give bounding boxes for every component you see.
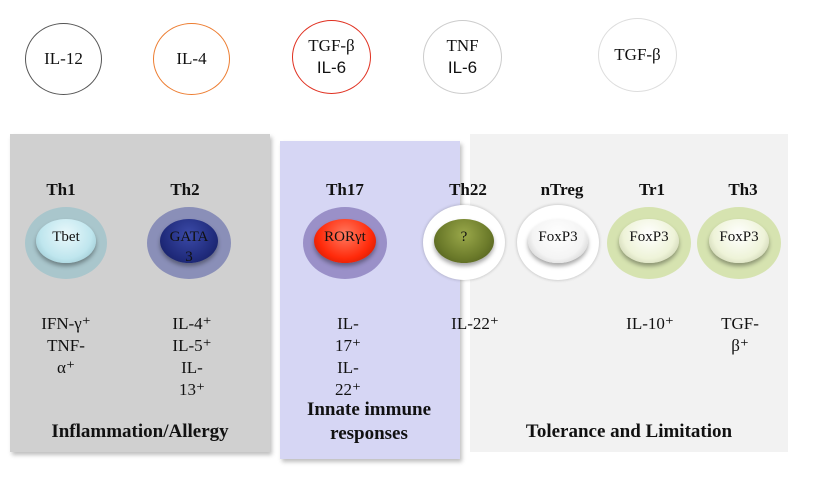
cytokine-label: IL-6	[447, 58, 478, 77]
secreted-item: IL-10⁺	[626, 314, 674, 333]
secreted-th17: IL- 17⁺ IL- 22⁺	[308, 313, 388, 401]
transcription-factor-gata3: GATA 3	[160, 219, 218, 265]
secreted-item: IL-	[181, 358, 203, 377]
cytokine-label: IL-6	[316, 58, 347, 77]
cytokine-tgfb-circle: TGF-β	[598, 18, 677, 92]
transcription-factor-label: Tbet	[52, 229, 80, 245]
cytokine-label: IL-12	[44, 49, 83, 68]
transcription-factor-label: FoxP3	[629, 229, 669, 245]
secreted-item: IL-5⁺	[172, 336, 212, 355]
cell-name-th3: Th3	[728, 180, 758, 199]
secreted-item: 17⁺	[335, 336, 361, 355]
secreted-th1: IFN-γ⁺ TNF- α⁺	[26, 313, 106, 379]
cell-name-ntreg: nTreg	[540, 180, 584, 199]
transcription-factor-foxp3: FoxP3	[709, 219, 769, 263]
secreted-item: TGF-	[721, 314, 759, 333]
secreted-item: β⁺	[731, 336, 749, 355]
secreted-item: IL-4⁺	[172, 314, 212, 333]
group-label-inflammation-allergy: Inflammation/Allergy	[51, 421, 229, 442]
transcription-factor-label: FoxP3	[538, 229, 578, 245]
secreted-item: α⁺	[57, 358, 75, 377]
group-label-tolerance-limitation: Tolerance and Limitation	[525, 421, 733, 442]
transcription-factor-foxp3: FoxP3	[528, 219, 588, 263]
cytokine-label: TGF-β	[614, 45, 661, 64]
innate-immune-panel	[280, 141, 460, 459]
secreted-item: IL-22⁺	[451, 314, 499, 333]
cell-name-th22: Th22	[449, 180, 487, 199]
transcription-factor-label: RORγt	[324, 229, 366, 245]
cytokine-tgfb-il6-circle: TGF-β IL-6	[292, 20, 371, 94]
secreted-th2: IL-4⁺ IL-5⁺ IL- 13⁺	[152, 313, 232, 401]
secreted-item: 13⁺	[179, 380, 205, 399]
cell-name-th1: Th1	[46, 180, 76, 199]
secreted-item: IL-	[337, 314, 359, 333]
transcription-factor-unknown: ?	[434, 219, 494, 263]
group-label-innate-immune: Innate immune responses	[306, 399, 432, 444]
secreted-item: 22⁺	[335, 380, 361, 399]
secreted-item: TNF-	[47, 336, 85, 355]
transcription-factor-foxp3: FoxP3	[619, 219, 679, 263]
cytokine-label: IL-4	[176, 49, 207, 68]
secreted-item: IFN-γ⁺	[41, 314, 91, 333]
cell-name-th2: Th2	[170, 180, 200, 199]
transcription-factor-label: FoxP3	[719, 229, 759, 245]
secreted-th22: IL-22⁺	[430, 313, 520, 335]
cytokine-il4-circle: IL-4	[153, 23, 230, 95]
secreted-item: IL-	[337, 358, 359, 377]
cytokine-il12-circle: IL-12	[25, 23, 102, 95]
cytokine-tnf-il6-circle: TNF IL-6	[423, 20, 502, 94]
inflammation-allergy-panel	[10, 134, 270, 452]
transcription-factor-rorgt: RORγt	[314, 219, 376, 263]
transcription-factor-tbet: Tbet	[36, 219, 96, 263]
cell-name-th17: Th17	[326, 180, 364, 199]
cytokine-label: TGF-β	[308, 36, 355, 55]
transcription-factor-label: GATA 3	[169, 229, 209, 265]
tolerance-limitation-panel	[470, 134, 788, 452]
cell-name-tr1: Tr1	[638, 180, 666, 199]
cytokine-label: TNF	[446, 36, 479, 55]
transcription-factor-label: ?	[460, 229, 468, 245]
secreted-th3: TGF- β⁺	[700, 313, 780, 357]
secreted-tr1: IL-10⁺	[605, 313, 695, 335]
